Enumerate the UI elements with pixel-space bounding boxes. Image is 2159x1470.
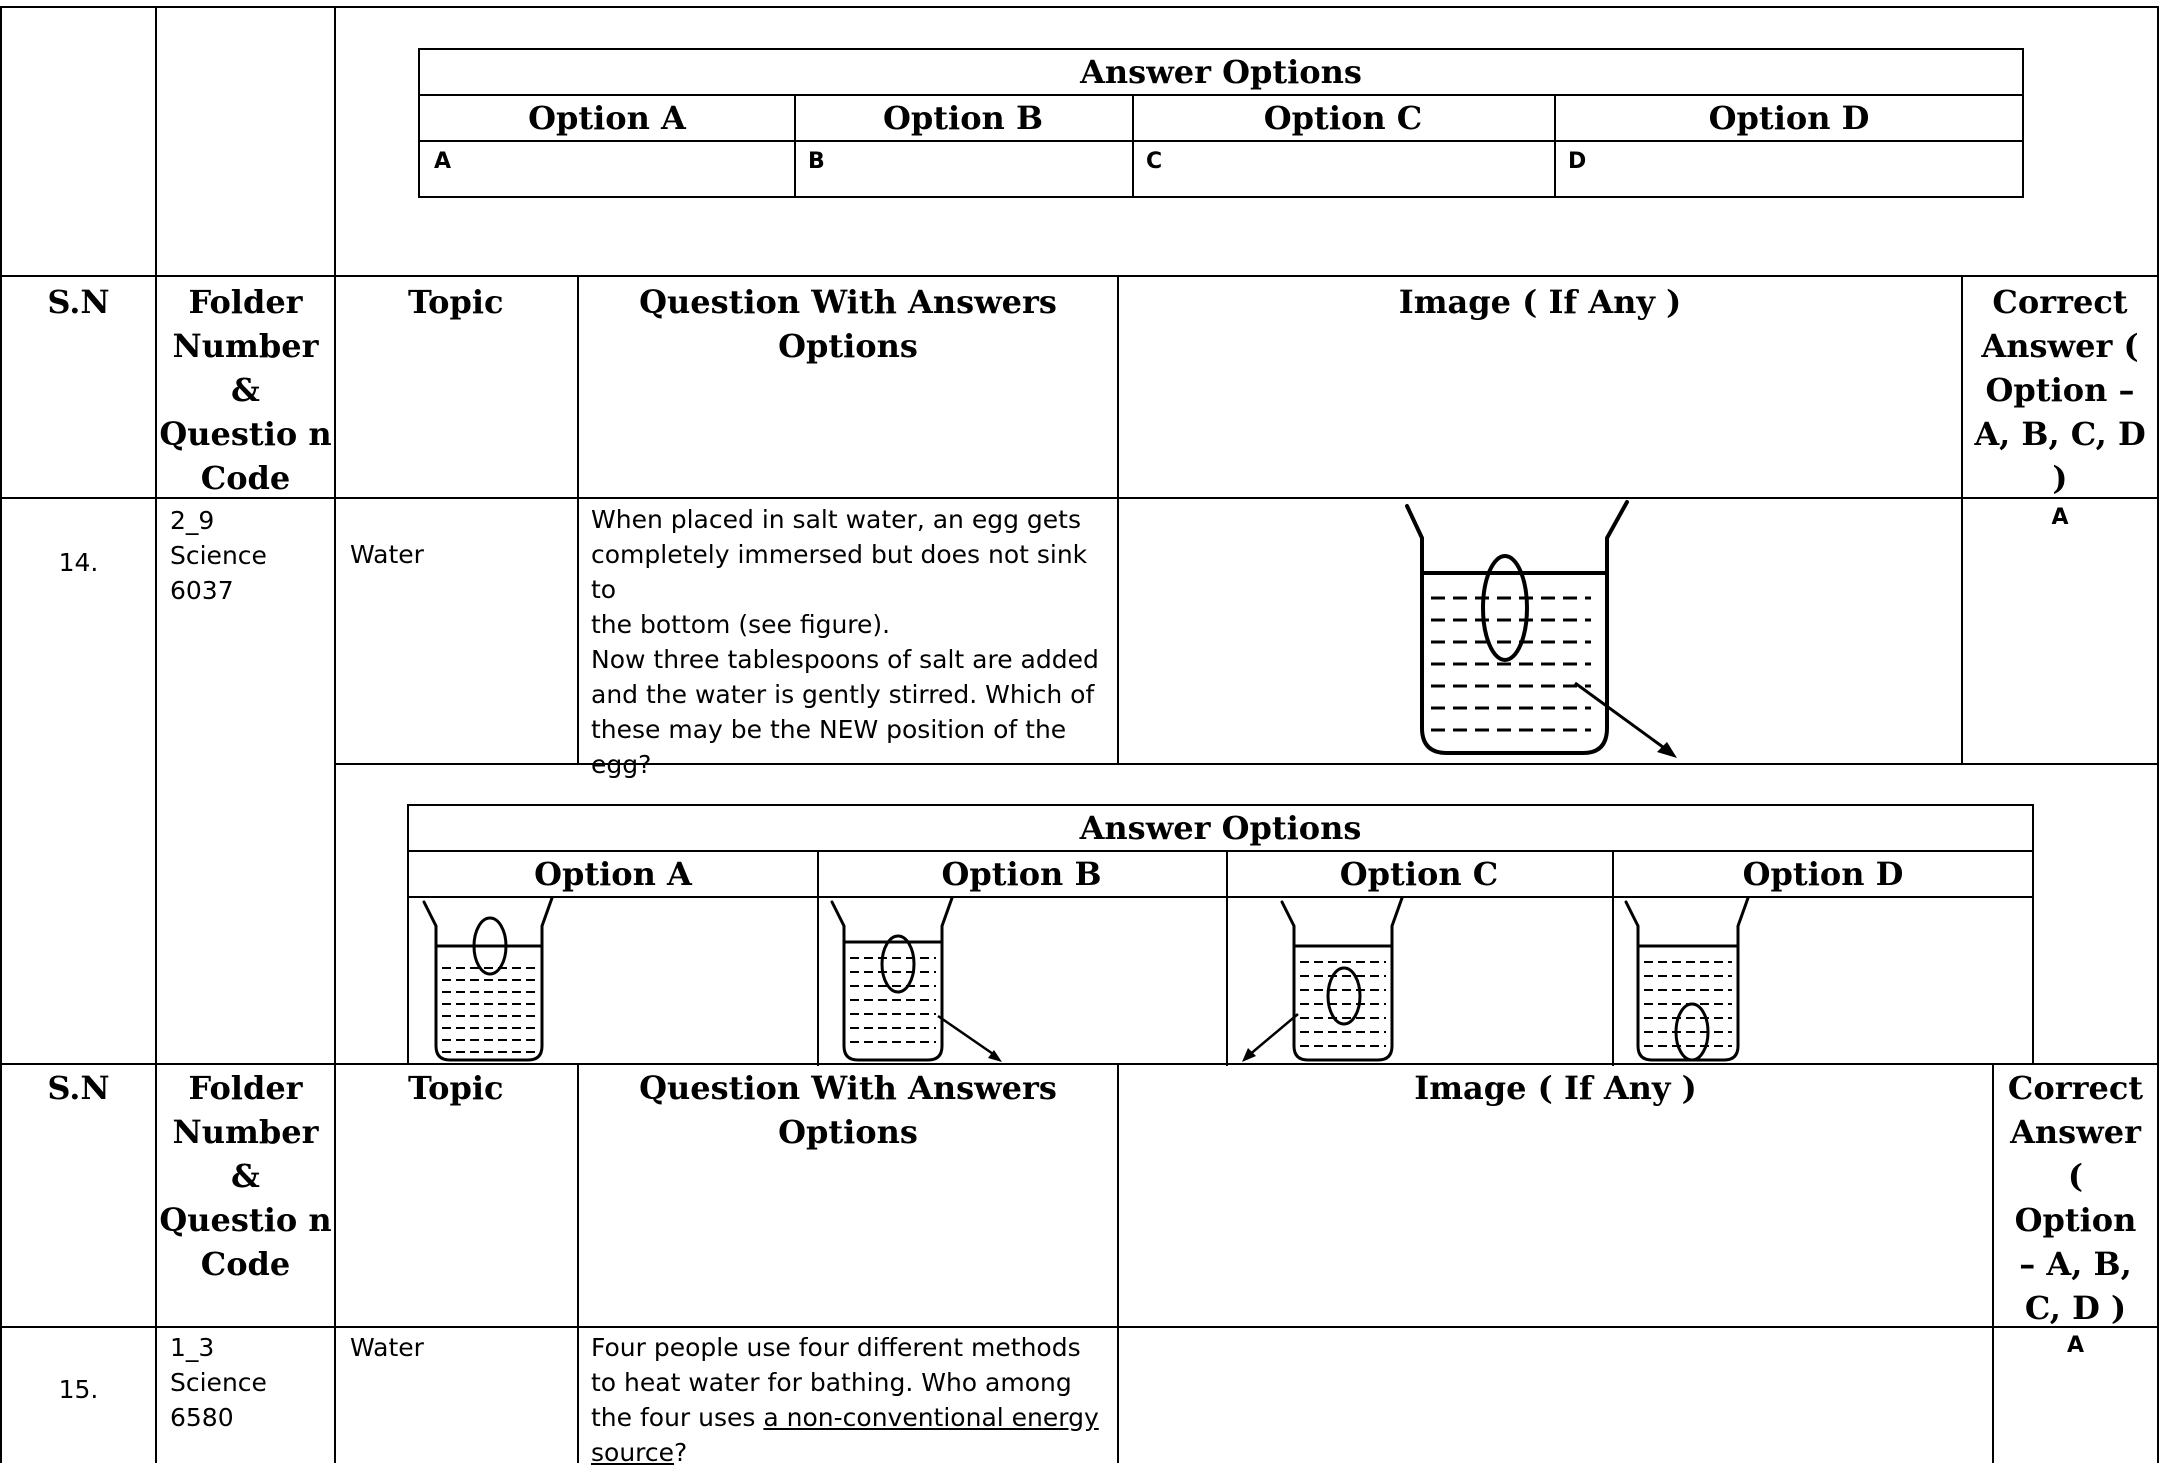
header-correct-answer: Correct Answer ( Option – A, B, C, D ) bbox=[2007, 1069, 2144, 1327]
option-b-value: B bbox=[808, 149, 825, 174]
option-c-header: Option C bbox=[1339, 855, 1499, 893]
option-d-value: D bbox=[1568, 149, 1587, 174]
option-a-beaker-figure bbox=[422, 896, 554, 1062]
option-d-header: Option D bbox=[1708, 99, 1870, 137]
option-b-header: Option B bbox=[941, 855, 1102, 893]
option-b-header: Option B bbox=[883, 99, 1043, 137]
q14-question-line: Now three tablespoons of salt are added bbox=[591, 645, 1099, 674]
answer-options-title: Answer Options bbox=[1080, 53, 1362, 91]
option-a-value: A bbox=[434, 149, 452, 174]
option-a-header: Option A bbox=[534, 855, 692, 893]
water-dashes bbox=[1431, 596, 1591, 732]
q14-question-line: the bottom (see figure). bbox=[591, 610, 891, 639]
option-c-beaker-figure bbox=[1242, 896, 1404, 1062]
q15-correct-answer: A bbox=[2066, 1333, 2085, 1358]
header-folder: Folder Number & Questio n Code bbox=[159, 1069, 332, 1283]
q15-question-underlined: a non-conventional energy source bbox=[591, 1403, 1099, 1467]
option-c-header: Option C bbox=[1263, 99, 1423, 137]
q14-folder-line: 2_9 bbox=[170, 506, 215, 535]
answer-options-title: Answer Options bbox=[1079, 809, 1362, 847]
answer-options-table-q14: Answer Options Option A Option B Option … bbox=[407, 804, 2034, 1066]
q14-topic: Water bbox=[350, 540, 424, 569]
q14-sn: 14. bbox=[58, 548, 99, 577]
arrow-icon bbox=[988, 1050, 1002, 1062]
beaker-egg-figure bbox=[1405, 500, 1677, 758]
q14-question-line: these may be the NEW position of the bbox=[591, 715, 1067, 744]
q14-question-line: and the water is gently stirred. Which o… bbox=[591, 680, 1095, 709]
option-d-header: Option D bbox=[1742, 855, 1904, 893]
q14-question: When placed in salt water, an egg gets c… bbox=[591, 502, 1111, 782]
option-b-beaker-figure bbox=[830, 896, 1002, 1062]
arrow-icon bbox=[1657, 742, 1677, 758]
q15-folder-line: Science bbox=[170, 1368, 267, 1397]
arrow-icon bbox=[1242, 1048, 1256, 1062]
q15-question: Four people use four different methods t… bbox=[591, 1330, 1113, 1470]
q14-correct-answer: A bbox=[2051, 505, 2069, 530]
q15-folder: 1_3 Science 6580 bbox=[170, 1330, 267, 1435]
header-question: Question With Answers Options bbox=[639, 1069, 1057, 1151]
q14-question-line: When placed in salt water, an egg gets bbox=[591, 505, 1081, 534]
option-a-header: Option A bbox=[528, 99, 686, 137]
option-c-value: C bbox=[1146, 149, 1163, 174]
q14-folder: 2_9 Science 6037 bbox=[170, 503, 267, 608]
header-image: Image ( If Any ) bbox=[1398, 283, 1682, 321]
q15-folder-line: 1_3 bbox=[170, 1333, 215, 1362]
header-topic: Topic bbox=[408, 283, 504, 321]
q15-question-text: Four people use four different methods t… bbox=[591, 1333, 1081, 1432]
q15-folder-line: 6580 bbox=[170, 1403, 234, 1432]
header-question: Question With Answers Options bbox=[639, 283, 1057, 365]
q14-folder-line: 6037 bbox=[170, 576, 234, 605]
q15-topic: Water bbox=[350, 1333, 424, 1362]
q14-question-line: completely immersed but does not sink to bbox=[591, 540, 1088, 604]
q15-question-end: ? bbox=[674, 1438, 688, 1467]
header-sn: S.N bbox=[47, 1069, 110, 1107]
answer-options-table-top: Answer Options Option A Option B Option … bbox=[418, 48, 2024, 198]
q14-folder-line: Science bbox=[170, 541, 267, 570]
header-correct-answer: Correct Answer ( Option – A, B, C, D ) bbox=[1974, 283, 2146, 497]
header-topic: Topic bbox=[408, 1069, 504, 1107]
header-folder: Folder Number & Questio n Code bbox=[159, 283, 332, 497]
header-image: Image ( If Any ) bbox=[1414, 1069, 1697, 1107]
option-d-beaker-figure bbox=[1624, 896, 1750, 1062]
q15-sn: 15. bbox=[58, 1375, 99, 1404]
header-sn: S.N bbox=[47, 283, 110, 321]
